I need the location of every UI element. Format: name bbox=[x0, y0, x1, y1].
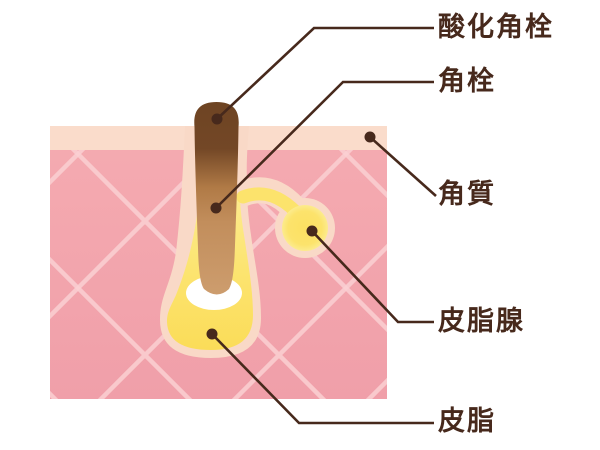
keratin-plug bbox=[194, 102, 239, 295]
label-sebaceous-gland: 皮脂腺 bbox=[438, 306, 525, 337]
label-keratin-plug: 角栓 bbox=[438, 66, 496, 97]
leader-stratum-corneum bbox=[369, 136, 437, 197]
dot-stratum-corneum bbox=[364, 131, 376, 143]
sebaceous-gland-duct bbox=[236, 187, 303, 219]
label-oxidized-keratin-plug: 酸化角栓 bbox=[438, 12, 554, 43]
leader-dots bbox=[206, 113, 376, 340]
dot-keratin-plug bbox=[210, 202, 222, 214]
leader-oxidized-plug bbox=[216, 26, 434, 120]
leader-keratin-plug bbox=[215, 80, 434, 209]
dot-sebum bbox=[206, 328, 218, 340]
dot-oxidized-plug bbox=[211, 113, 223, 125]
leader-lines bbox=[211, 26, 437, 425]
leader-sebum bbox=[211, 333, 434, 425]
label-sebum: 皮脂 bbox=[438, 406, 496, 437]
leader-sebaceous-gland bbox=[311, 230, 434, 324]
sebaceous-gland-body bbox=[282, 205, 328, 251]
label-stratum-corneum: 角質 bbox=[438, 179, 496, 210]
dot-sebaceous-gland bbox=[306, 225, 318, 237]
